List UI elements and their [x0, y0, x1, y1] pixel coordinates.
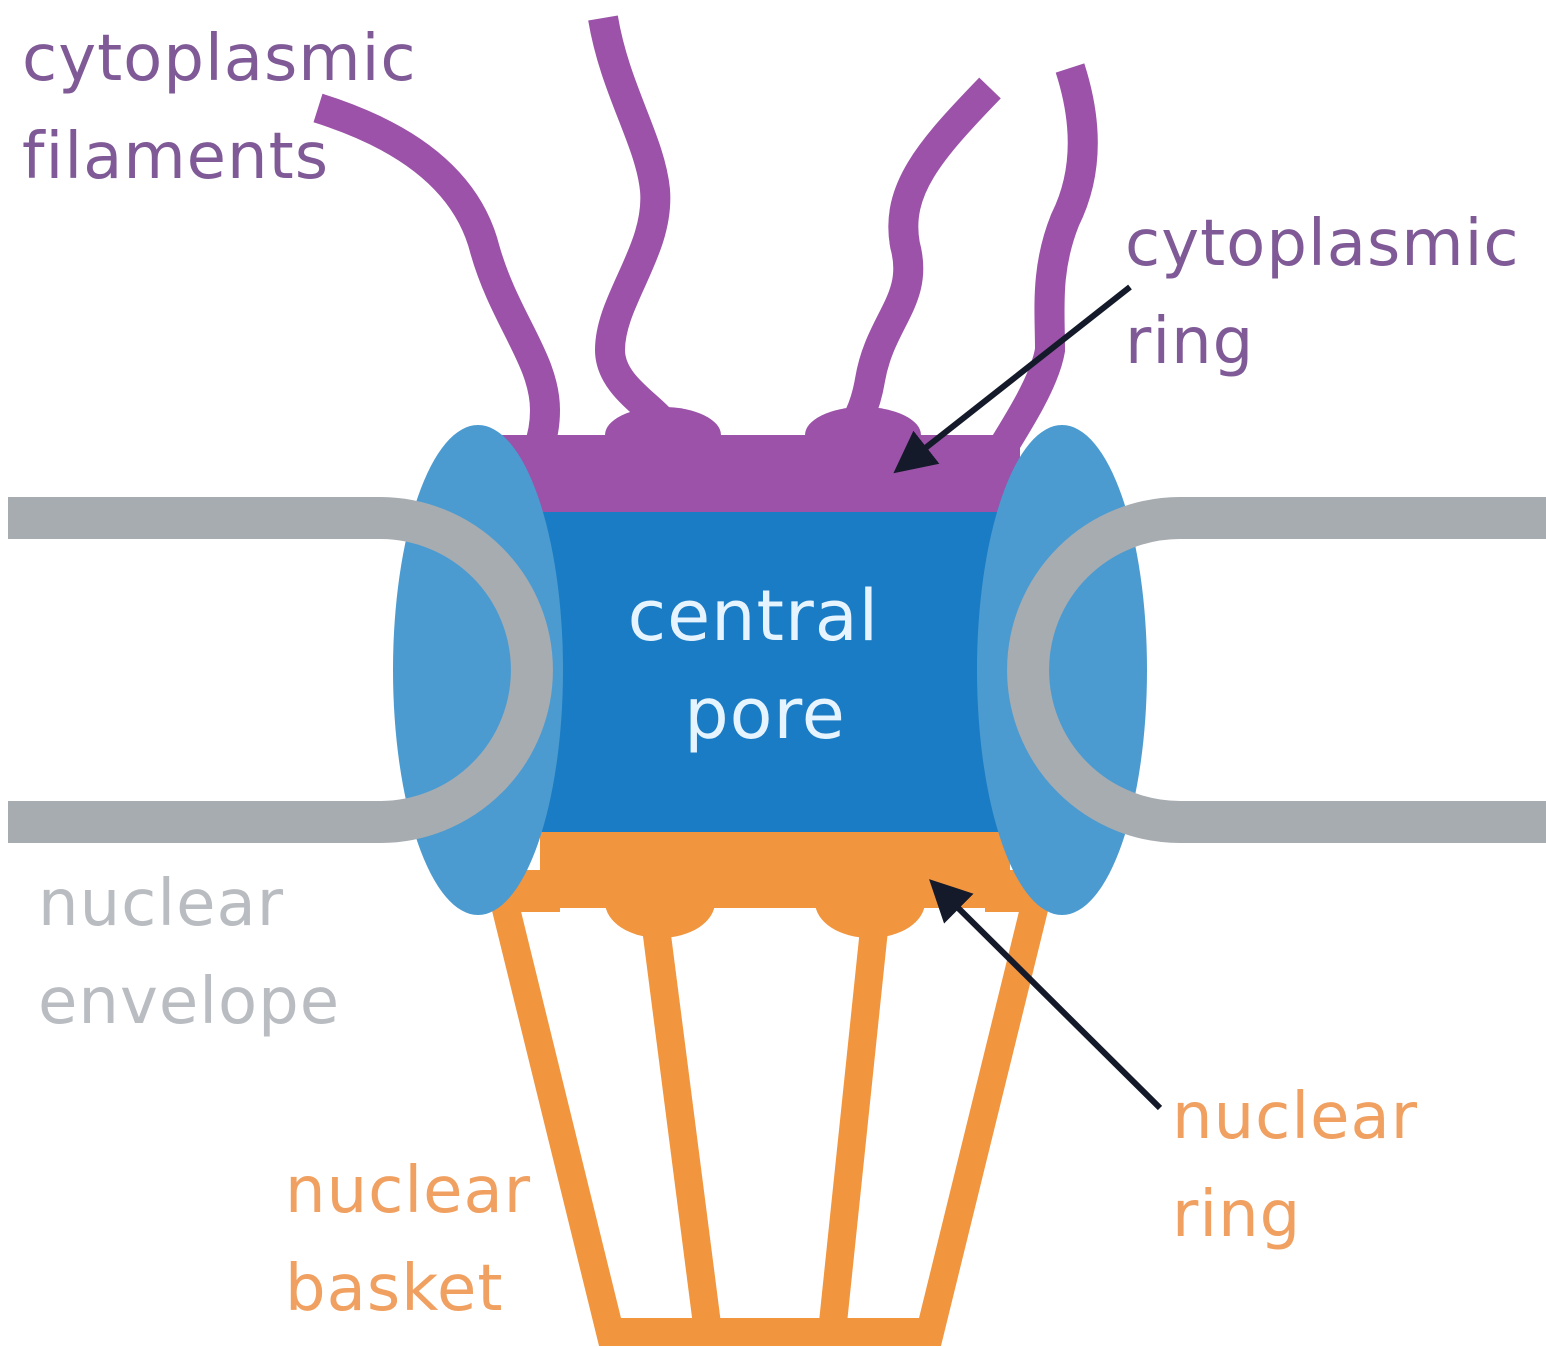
nuclear-basket: [505, 905, 1035, 1332]
cytoplasmic-filaments-label-line-2: filaments: [22, 120, 329, 194]
nuclear-ring-label: nuclear ring: [1172, 1080, 1439, 1252]
nuclear-envelope-label-line-1: nuclear: [38, 867, 284, 941]
central-pore-label-line-1: central: [628, 575, 880, 657]
nuclear-ring-arrow: [935, 885, 1160, 1108]
central-pore: [520, 512, 1020, 832]
cytoplasmic-ring-label: cytoplasmic ring: [1125, 207, 1541, 379]
nuclear-basket-label: nuclear basket: [285, 1154, 552, 1326]
nuclear-envelope-label-line-2: envelope: [38, 965, 340, 1039]
nuclear-basket-label-line-1: nuclear: [285, 1154, 531, 1228]
cytoplasmic-ring-label-line-2: ring: [1125, 305, 1254, 379]
central-pore-label-line-2: pore: [684, 673, 846, 755]
nuclear-ring: [500, 826, 1045, 938]
nuclear-ring-label-line-1: nuclear: [1172, 1080, 1418, 1154]
nuclear-ring-label-line-2: ring: [1172, 1178, 1301, 1252]
cytoplasmic-ring-label-line-1: cytoplasmic: [1125, 207, 1520, 281]
cytoplasmic-filaments-label-line-1: cytoplasmic: [22, 22, 417, 96]
cytoplasmic-ring: [500, 407, 1020, 520]
nuclear-envelope-label: nuclear envelope: [38, 867, 340, 1039]
cytoplasmic-filaments-label: cytoplasmic filaments: [22, 22, 438, 194]
nuclear-basket-label-line-2: basket: [285, 1252, 503, 1326]
right-side-ring: [977, 425, 1147, 915]
